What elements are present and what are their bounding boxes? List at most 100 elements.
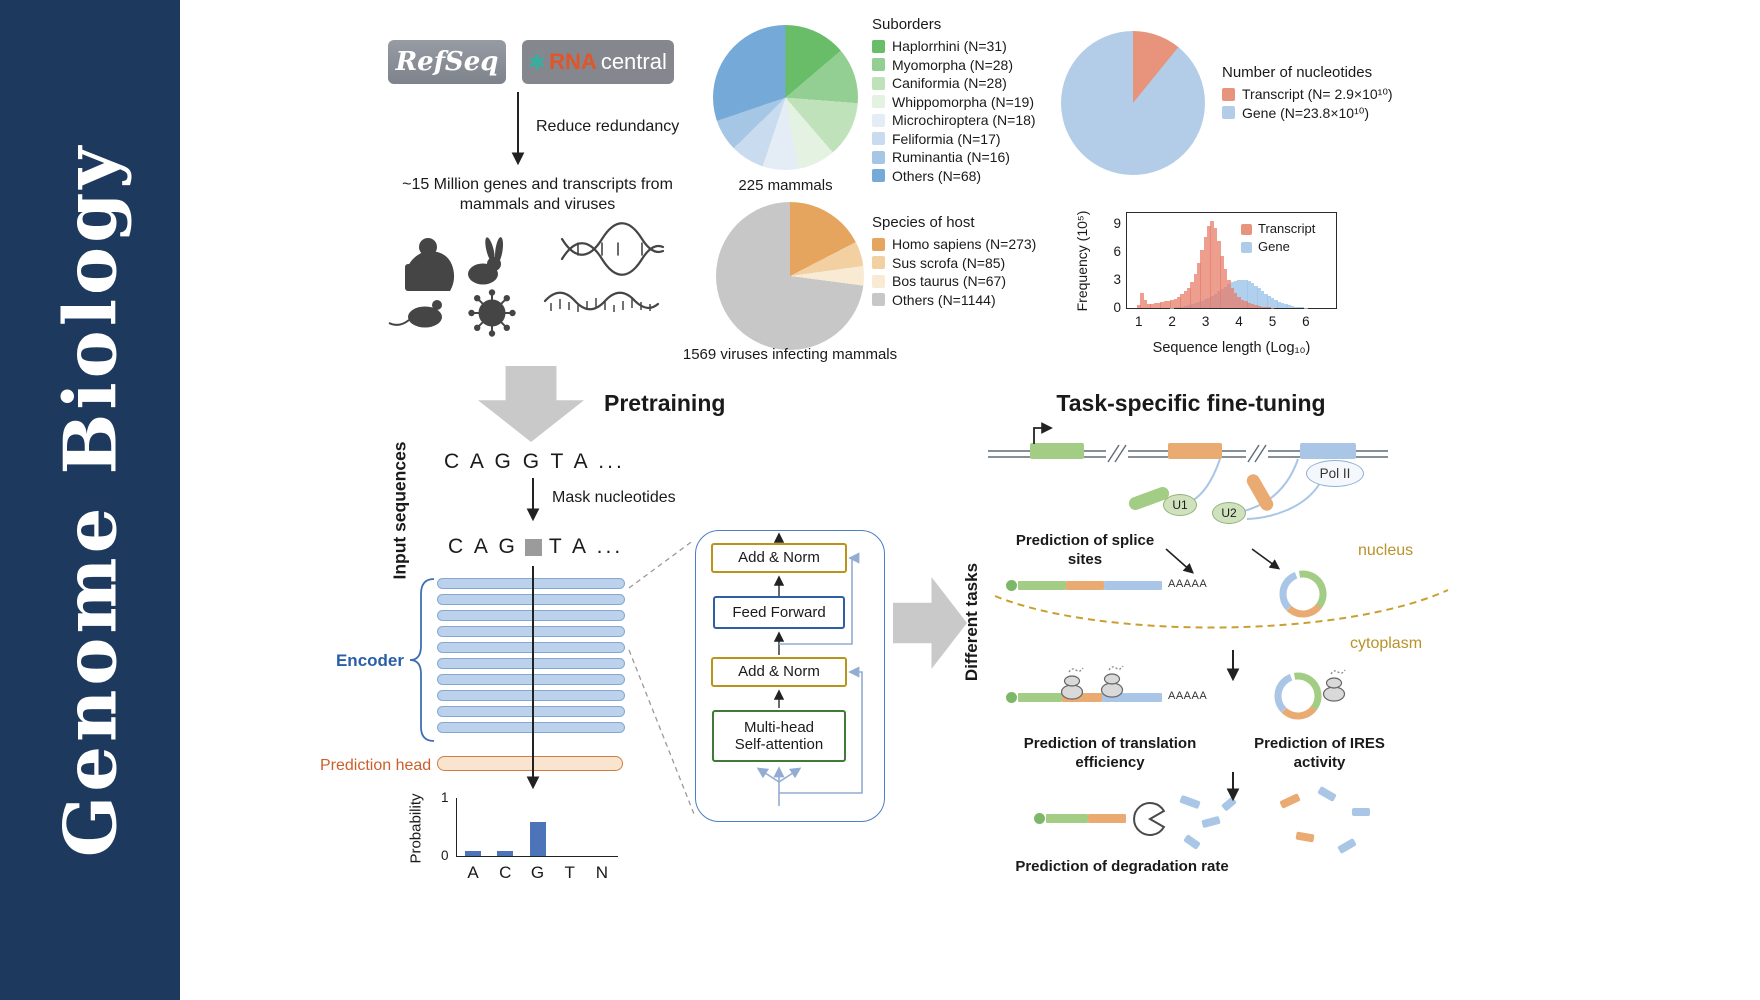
legend-label: Transcript (N= 2.9×10¹⁰) xyxy=(1242,86,1393,102)
encoder-layer xyxy=(437,578,625,589)
prob-cell: N xyxy=(586,798,618,882)
input-sequences-label: Input sequences xyxy=(389,441,410,580)
legend-label: Others (N=1144) xyxy=(892,291,996,308)
legend-swatch xyxy=(872,58,885,71)
encoder-layer xyxy=(437,722,625,733)
hist-bar xyxy=(1230,287,1235,308)
legend-swatch xyxy=(872,76,885,90)
mammals-pie-caption: 225 mammals xyxy=(738,177,833,194)
gene-exon-orange xyxy=(1168,443,1222,459)
add-norm-bottom-box: Add & Norm xyxy=(711,657,847,687)
nucleotides-legend-title: Number of nucleotides xyxy=(1222,64,1373,81)
encoder-layer xyxy=(437,642,625,653)
prob-ytick: 0 xyxy=(441,848,449,863)
hist-bar xyxy=(1197,263,1201,308)
prob-cell: G xyxy=(521,798,553,882)
hist-bar xyxy=(1290,305,1295,308)
prob-cell: T xyxy=(554,798,586,882)
encoder-layer xyxy=(437,610,625,621)
legend-swatch xyxy=(872,237,885,251)
mask-nucleotides-label: Mask nucleotides xyxy=(552,489,676,506)
sequence-unmasked: C A G G T A ... xyxy=(444,450,625,474)
degradation-task-label: Prediction of degradation rate xyxy=(1015,858,1229,875)
prob-category: N xyxy=(595,863,609,882)
legend-item: Others (N=1144) xyxy=(872,292,1036,308)
legend-label: Microchiroptera (N=18) xyxy=(892,112,1036,128)
hist-bar xyxy=(1240,299,1245,308)
hist-ylabel: Frequency (10⁵) xyxy=(1074,210,1090,312)
legend-label: Gene xyxy=(1258,239,1290,254)
mrna-cap xyxy=(1006,580,1017,591)
hist-bar xyxy=(1280,303,1285,308)
rna-fragment xyxy=(1317,786,1337,802)
legend-label: Homo sapiens (N=273) xyxy=(892,236,1037,252)
nucleotides-pie-chart xyxy=(1061,31,1205,175)
prob-category: T xyxy=(564,863,575,882)
rna-fragment xyxy=(1183,834,1201,850)
gorilla-icon xyxy=(405,238,455,291)
hist-bar xyxy=(1287,305,1291,308)
nucleotides-legend: Number of nucleotides Transcript (N= 2.9… xyxy=(1222,64,1393,123)
hist-bar xyxy=(1237,296,1241,308)
probability-ylabel: Probability xyxy=(407,793,425,864)
zoom-connector-lines xyxy=(628,539,695,815)
hist-bar xyxy=(1227,280,1231,308)
hist-bar xyxy=(1213,227,1218,308)
hist-bar xyxy=(1143,299,1148,308)
hist-xlabel: Sequence length (Log₁₀) xyxy=(1152,340,1311,356)
hist-bar xyxy=(1177,296,1181,308)
legend-swatch xyxy=(1222,106,1235,119)
hist-xtick: 5 xyxy=(1268,314,1277,329)
hist-bar xyxy=(1173,298,1178,308)
hist-bar xyxy=(1220,255,1225,308)
ires-task-label: Prediction of IRES activity xyxy=(1254,735,1385,771)
legend-item: Microchiroptera (N=18) xyxy=(872,112,1036,128)
legend-swatch xyxy=(872,274,885,288)
hist-bar xyxy=(1153,303,1158,308)
legend-item: Transcript xyxy=(1241,221,1315,237)
hist-xtick: 4 xyxy=(1235,314,1243,329)
viruses-legend: Species of host Homo sapiens (N=273)Sus … xyxy=(872,214,1036,310)
mammals-legend-title: Suborders xyxy=(872,16,942,33)
different-tasks-label: Different tasks xyxy=(962,562,981,682)
hist-bar xyxy=(1160,302,1164,308)
refseq-logo-text: RefSeq xyxy=(395,47,499,77)
hist-bar xyxy=(1136,305,1141,308)
mrna-seg-green xyxy=(1018,581,1066,590)
nucleotides-legend-items: Transcript (N= 2.9×10¹⁰)Gene (N=23.8×10¹… xyxy=(1222,86,1393,121)
multi-head-attention-box: Multi-head Self-attention xyxy=(712,710,846,762)
mrna-cap-3 xyxy=(1034,813,1045,824)
virus-icon xyxy=(468,289,516,337)
hist-bar xyxy=(1203,237,1208,308)
encoder-layer xyxy=(437,674,625,685)
prediction-head-label: Prediction head xyxy=(320,757,432,774)
hist-xtick: 1 xyxy=(1134,314,1143,329)
legend-item: Bos taurus (N=67) xyxy=(872,273,1036,289)
legend-item: Homo sapiens (N=273) xyxy=(872,236,1036,252)
legend-item: Caniformia (N=28) xyxy=(872,75,1036,91)
hist-bar xyxy=(1267,307,1271,308)
poly-a-tail: AAAAA xyxy=(1168,578,1208,590)
hist-bar xyxy=(1250,283,1255,308)
journal-sidebar: Genome Biology xyxy=(0,0,180,1000)
mrna-seg-orange xyxy=(1066,581,1104,590)
pretraining-title: Pretraining xyxy=(604,390,726,416)
rna-icon xyxy=(543,291,660,312)
hist-bar xyxy=(1247,281,1251,308)
legend-swatch xyxy=(872,150,885,164)
dna-icon xyxy=(560,222,665,276)
hist-bar xyxy=(1273,300,1278,308)
legend-swatch xyxy=(872,256,885,269)
hist-bar xyxy=(1267,295,1271,308)
nucleus-label: nucleus xyxy=(1358,542,1414,559)
hist-bar xyxy=(1200,250,1205,308)
hist-xtick: 6 xyxy=(1302,314,1310,329)
nuclear-membrane xyxy=(994,589,1449,629)
feed-forward-box: Feed Forward xyxy=(713,596,845,629)
hist-bar xyxy=(1180,294,1184,308)
hist-bar xyxy=(1140,293,1144,308)
hist-bar xyxy=(1253,305,1258,308)
mrna2-seg-blue xyxy=(1102,693,1162,702)
